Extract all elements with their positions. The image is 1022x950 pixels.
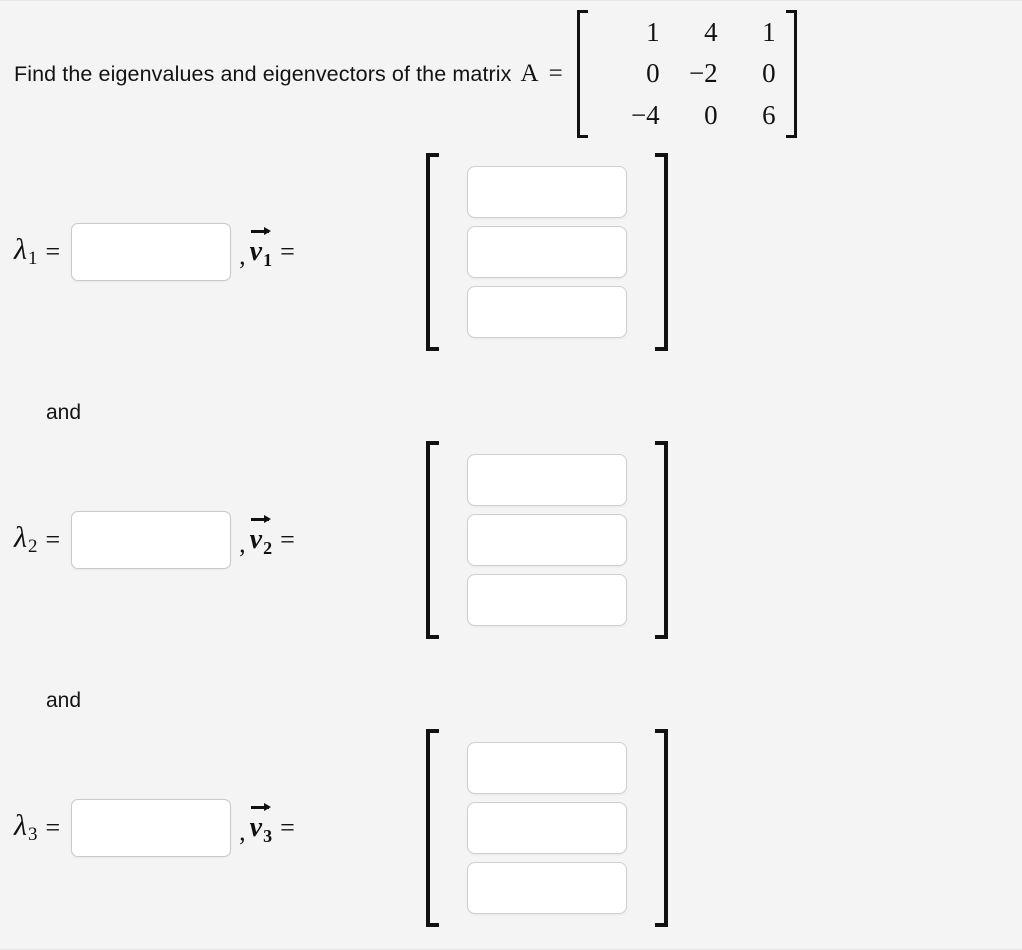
question-prompt: Find the eigenvalues and eigenvectors of…: [14, 9, 797, 139]
vector-2-component-1[interactable]: [467, 453, 627, 506]
vector-2-equals: =: [280, 524, 295, 554]
vector-1-left-bracket: [424, 152, 440, 351]
matrix-symbol-A: A: [520, 60, 539, 87]
vector-2-component-3[interactable]: [467, 573, 627, 626]
vector-3-inputs: [467, 741, 627, 914]
connector-and-1: and: [46, 401, 82, 424]
vector-3-symbol: v3: [250, 803, 272, 845]
matrix-cell-r1c1: 1: [646, 17, 660, 48]
vector-2-inputs: [467, 453, 627, 626]
vector-2-symbol: v2: [250, 515, 272, 557]
eigenvalue-2-row: λ2 = , v2 =: [14, 437, 304, 642]
lambda-2-symbol: λ2: [14, 521, 38, 557]
eigenvector-3: [424, 725, 670, 930]
vector-1-equals: =: [280, 236, 295, 266]
lambda-1-input[interactable]: [71, 222, 232, 281]
eigenvalue-1-row: λ1 = , v1 =: [14, 149, 304, 354]
lambda-1-equals: =: [45, 236, 61, 266]
lambda-1-comma: ,: [239, 240, 246, 270]
vector-3-component-3[interactable]: [467, 861, 627, 914]
matrix-cell-r3c3: 6: [762, 99, 776, 130]
lambda-3-comma: ,: [239, 816, 246, 846]
matrix-cell-r3c2: 0: [704, 99, 718, 130]
eigen-group-3: λ3 = , v3 =: [0, 725, 1022, 930]
matrix-left-bracket: [576, 10, 590, 138]
matrix-cell-r2c3: 0: [762, 58, 776, 89]
matrix-A: 1 4 1 0 −2 0 −4 0 6: [576, 10, 797, 138]
eigenvalue-3-row: λ3 = , v3 =: [14, 725, 304, 930]
matrix-cell-r2c2: −2: [688, 58, 718, 89]
eigenvector-1: [424, 149, 670, 354]
eigen-group-1: λ1 = , v1 =: [0, 149, 1022, 354]
lambda-2-comma: ,: [239, 528, 246, 558]
matrix-cell-r2c1: 0: [646, 58, 660, 89]
vector-3-left-bracket: [424, 728, 440, 927]
lambda-3-symbol: λ3: [14, 809, 38, 845]
matrix-equals-sign: =: [548, 60, 563, 87]
vector-1-component-3[interactable]: [467, 285, 627, 338]
vector-2-right-bracket: [654, 440, 670, 639]
lambda-3-input[interactable]: [71, 798, 232, 857]
prompt-text: Find the eigenvalues and eigenvectors of…: [14, 61, 512, 86]
vector-1-inputs: [467, 165, 627, 338]
vector-3-right-bracket: [654, 728, 670, 927]
eigen-group-2: λ2 = , v2 =: [0, 437, 1022, 642]
vector-1-right-bracket: [654, 152, 670, 351]
lambda-1-symbol: λ1: [14, 233, 38, 269]
matrix-cell-r3c1: −4: [630, 99, 660, 130]
eigenvector-2: [424, 437, 670, 642]
vector-arrow-icon: [250, 513, 272, 524]
lambda-3-equals: =: [45, 812, 61, 842]
matrix-right-bracket: [784, 10, 797, 138]
connector-and-2: and: [46, 689, 82, 712]
vector-2-component-2[interactable]: [467, 513, 627, 566]
vector-1-component-2[interactable]: [467, 225, 627, 278]
lambda-2-equals: =: [45, 524, 61, 554]
lambda-2-input[interactable]: [71, 510, 232, 569]
vector-3-component-2[interactable]: [467, 801, 627, 854]
vector-1-component-1[interactable]: [467, 165, 627, 218]
matrix-grid: 1 4 1 0 −2 0 −4 0 6: [590, 10, 784, 138]
matrix-cell-r1c2: 4: [704, 17, 718, 48]
vector-1-symbol: v1: [250, 227, 272, 269]
matrix-cell-r1c3: 1: [762, 17, 776, 48]
vector-3-equals: =: [280, 812, 295, 842]
vector-2-left-bracket: [424, 440, 440, 639]
vector-3-component-1[interactable]: [467, 741, 627, 794]
vector-arrow-icon: [250, 801, 272, 812]
vector-arrow-icon: [250, 225, 272, 236]
